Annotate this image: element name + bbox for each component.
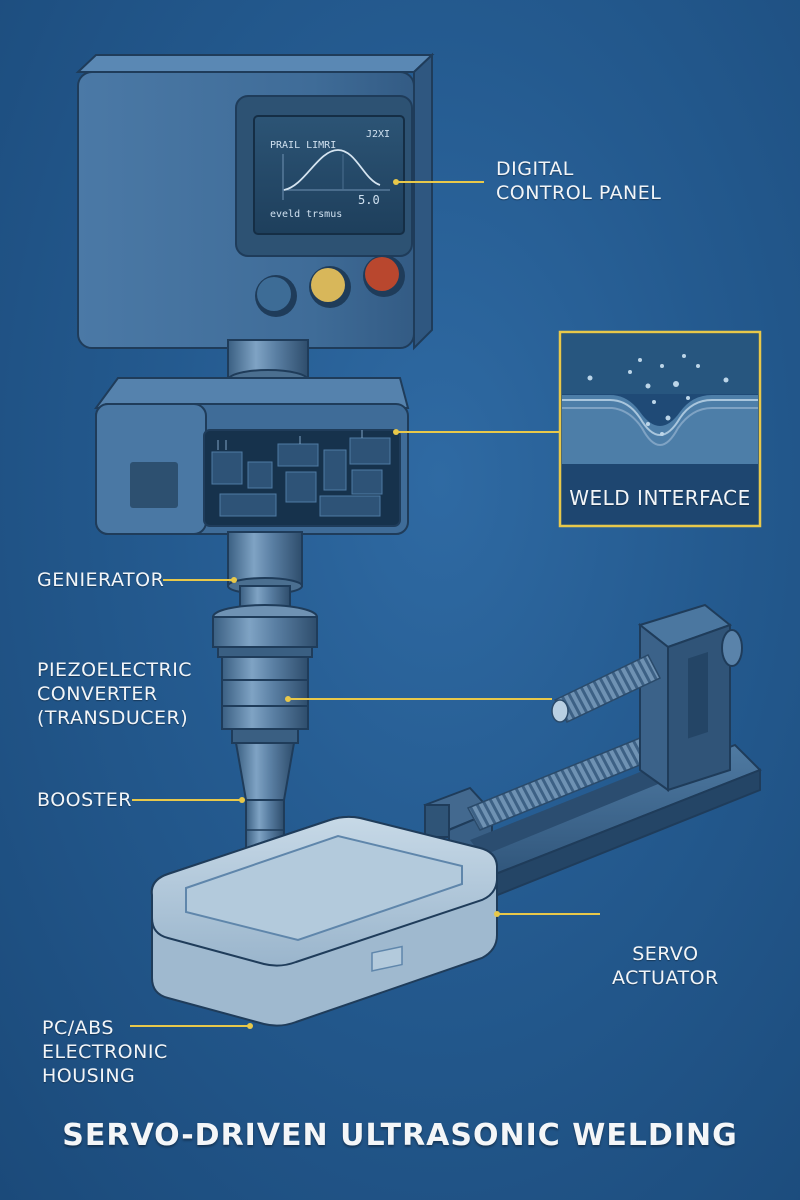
servo-actuator-label: SERVO ACTUATOR	[612, 943, 719, 989]
booster-label: BOOSTER	[37, 789, 132, 811]
red-control-button[interactable]	[365, 257, 399, 291]
generator-label: GENIERATOR	[37, 569, 165, 591]
blue-control-button[interactable]	[257, 277, 291, 311]
control-panel-unit: PRAIL LIMRI J2XI eveld trsmus 5.0	[75, 52, 435, 351]
digital-control-panel-label: DIGITAL CONTROL PANEL	[496, 158, 662, 204]
pc-abs-housing	[150, 815, 498, 1027]
piezoelectric-converter-label: PIEZOELECTRIC CONVERTER (TRANSDUCER)	[37, 659, 193, 729]
leader-lines	[130, 181, 600, 1027]
screen-header-left: PRAIL LIMRI	[270, 140, 336, 151]
generator-unit	[94, 377, 410, 535]
screen-footer-left: eveld trsmus	[270, 209, 342, 220]
control-screen: PRAIL LIMRI J2XI eveld trsmus 5.0	[270, 129, 390, 220]
screen-value: 5.0	[358, 193, 380, 207]
screen-header-right: J2XI	[366, 129, 390, 140]
yellow-control-button[interactable]	[311, 268, 345, 302]
diagram-title: SERVO-DRIVEN ULTRASONIC WELDING	[62, 1118, 738, 1153]
housing-label: PC/ABS ELECTRONIC HOUSING	[42, 1017, 168, 1087]
welding-stack	[212, 531, 318, 919]
weld-interface-inset	[558, 330, 762, 528]
weld-interface-label: WELD INTERFACE	[569, 486, 751, 510]
